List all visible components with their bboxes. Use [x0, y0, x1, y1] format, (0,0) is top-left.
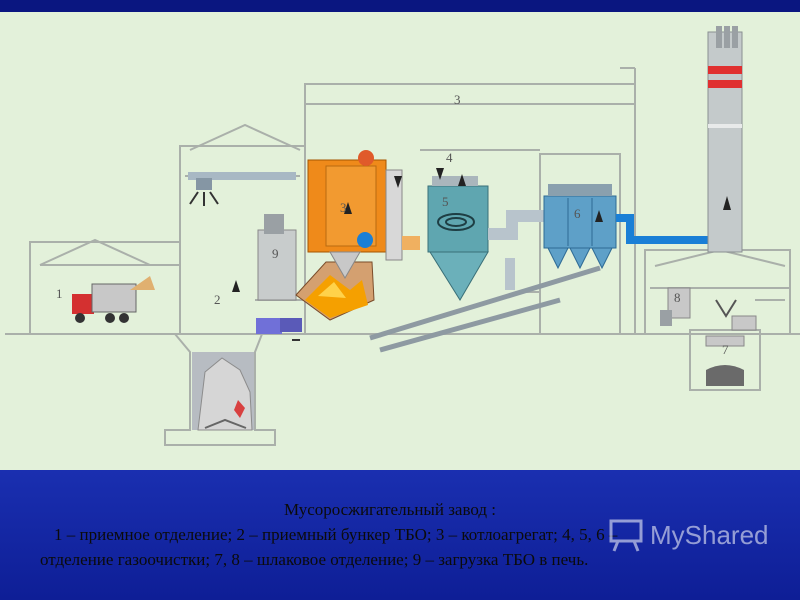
plant-diagram: 1 2 3 3 4 5 6 7 8 9 [0, 12, 800, 470]
blue-duct [616, 214, 712, 244]
flue-gas-duct [488, 210, 546, 290]
caption-title: Мусоросжигательный завод : [284, 500, 497, 519]
label-6: 6 [574, 206, 581, 221]
caption-area: Мусоросжигательный завод : 1 – приемное … [0, 470, 800, 600]
reactor-column [427, 176, 489, 301]
label-4: 4 [446, 150, 453, 165]
label-3-roof: 3 [454, 92, 461, 107]
label-5: 5 [442, 194, 449, 209]
label-8: 8 [674, 290, 681, 305]
top-border [0, 0, 800, 12]
label-1: 1 [56, 286, 63, 301]
garbage-truck [72, 276, 155, 323]
furnace-feed [256, 214, 375, 341]
bag-filter [543, 184, 617, 270]
flow-arrows [232, 168, 731, 292]
label-2: 2 [214, 292, 221, 307]
bunker-crane [188, 172, 296, 206]
caption-line-2: отделение газоочистки; 7, 8 – шлаковое о… [40, 550, 589, 569]
waste-bunker-pit [164, 333, 276, 446]
ash-conveyors [369, 265, 601, 353]
label-3: 3 [340, 200, 347, 215]
label-7: 7 [722, 342, 729, 357]
watermark-text: MyShared [650, 520, 769, 550]
board-icon [609, 519, 643, 552]
slag-bunker [660, 287, 761, 391]
chimney [707, 26, 743, 253]
boiler-unit [307, 150, 420, 280]
watermark: MyShared [608, 514, 769, 558]
label-9: 9 [272, 246, 279, 261]
caption-line-1: 1 – приемное отделение; 2 – приемный бун… [54, 525, 618, 544]
